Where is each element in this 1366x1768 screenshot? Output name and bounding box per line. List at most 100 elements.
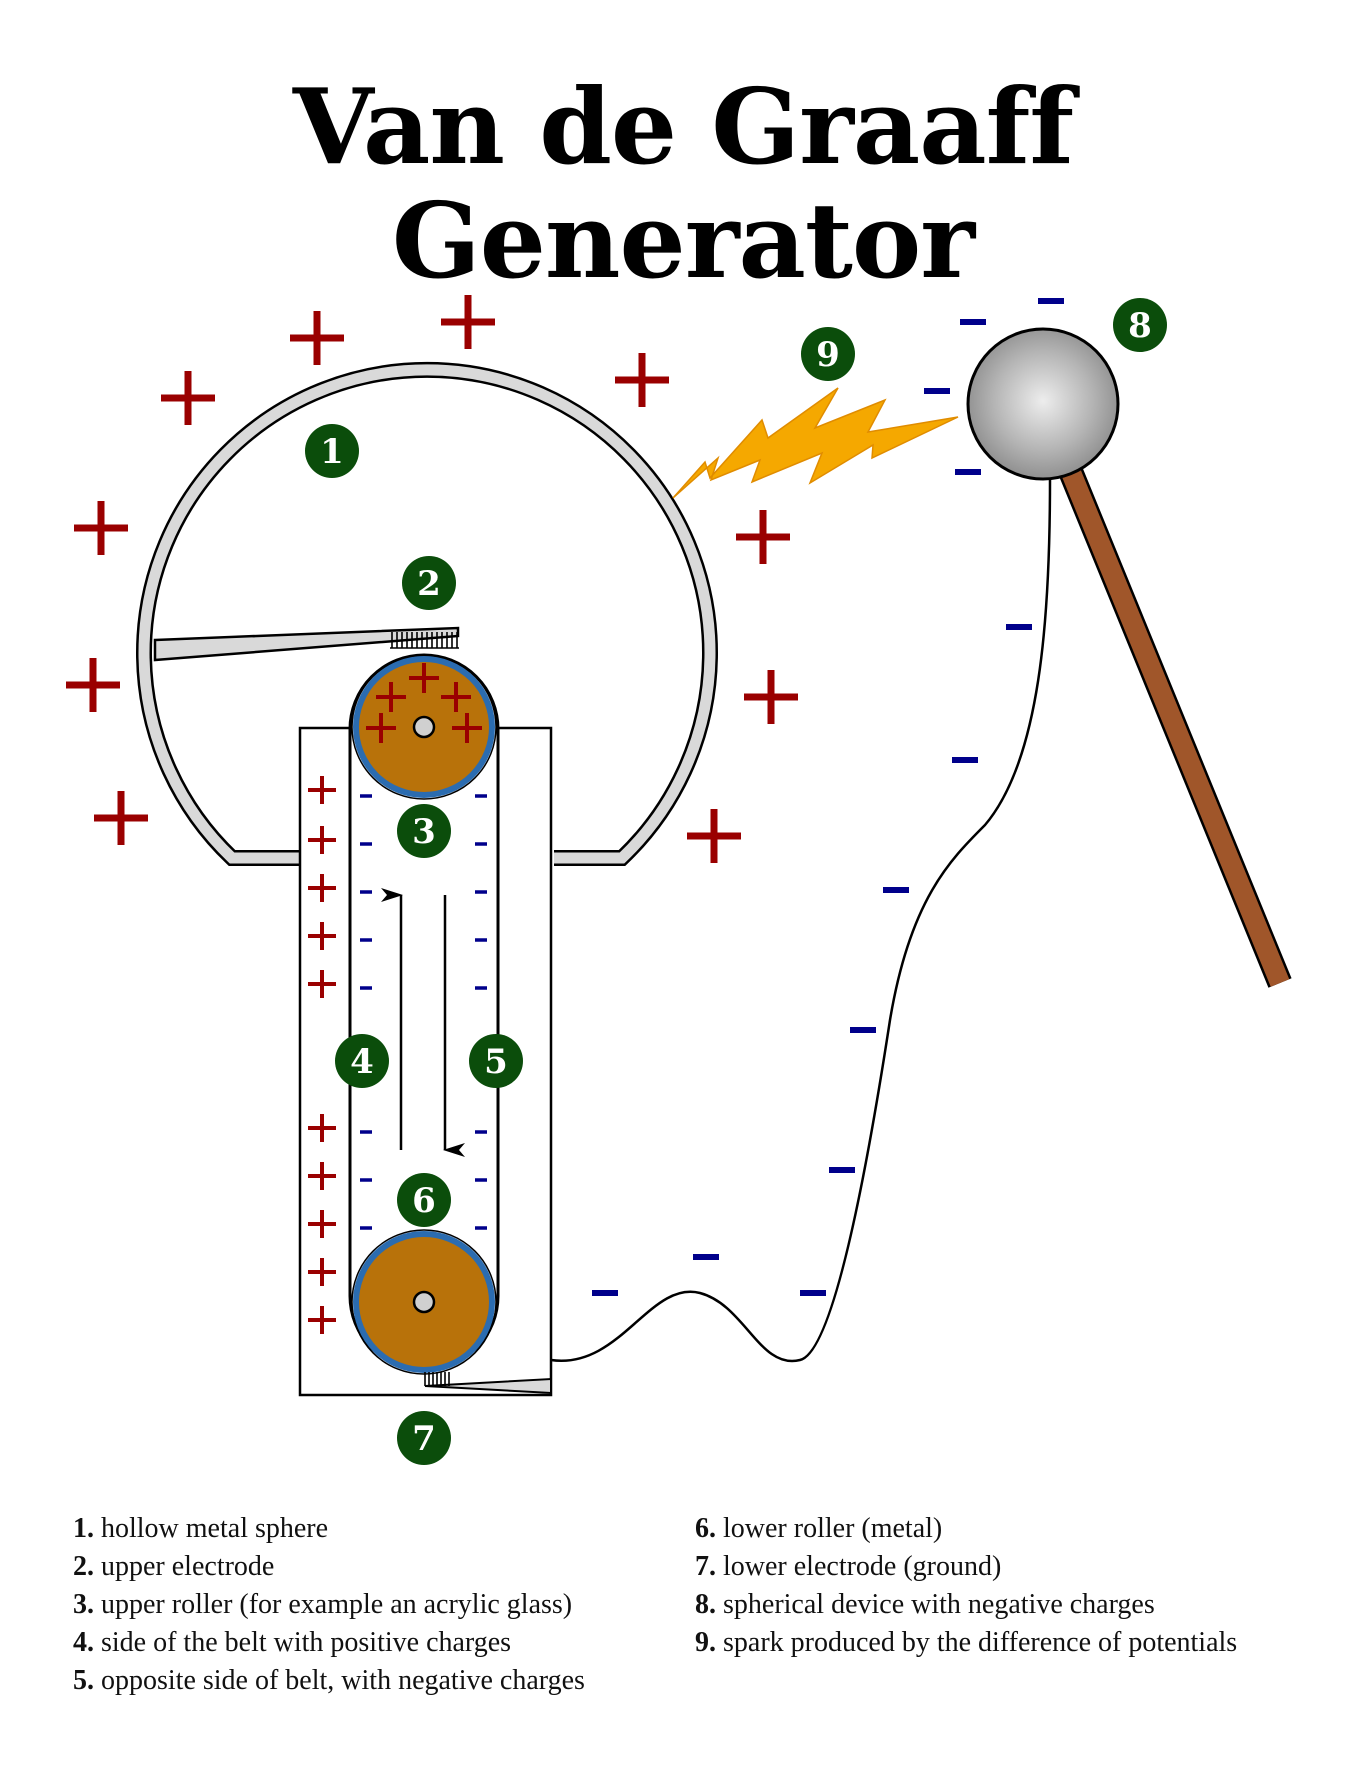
positive-charge-icon [308, 776, 336, 804]
badge-label: 6 [412, 1181, 436, 1221]
legend-item-label: opposite side of belt, with negative cha… [94, 1665, 585, 1696]
legend-item-number: 6. [695, 1513, 716, 1544]
legend-item-number: 4. [73, 1627, 94, 1658]
legend-item-number: 2. [73, 1551, 94, 1582]
badge-circle [305, 424, 359, 478]
negative-charge-icon [475, 1130, 487, 1134]
negative-charge-icon [475, 842, 487, 846]
positive-charge-icon [376, 682, 406, 712]
negative-charge-icon [924, 388, 950, 394]
positive-charge-icon [736, 510, 790, 564]
negative-charge-icon [883, 887, 909, 893]
badge-circle [402, 556, 456, 610]
positive-charge-icon [308, 1210, 336, 1238]
positive-charge-icon [441, 295, 495, 349]
negative-charge-icon [360, 890, 372, 894]
negative-charge-icon [360, 1130, 372, 1134]
negative-charge-icon [360, 938, 372, 942]
badge-7: 7 [397, 1411, 451, 1465]
badge-circle [397, 1173, 451, 1227]
legend-item-label: upper roller (for example an acrylic gla… [94, 1589, 573, 1620]
positive-charge-icon [290, 311, 344, 365]
badge-4: 4 [335, 1034, 389, 1088]
badge-label: 8 [1128, 306, 1152, 346]
badge-label: 2 [417, 564, 441, 604]
badge-label: 3 [412, 812, 436, 852]
badge-5: 5 [469, 1034, 523, 1088]
positive-charge-icon [308, 1114, 336, 1142]
legend-item: 4. side of the belt with positive charge… [73, 1624, 585, 1662]
badge-3: 3 [397, 804, 451, 858]
legend-item: 7. lower electrode (ground) [695, 1548, 1237, 1586]
hollow-metal-sphere [136, 361, 718, 866]
badge-6: 6 [397, 1173, 451, 1227]
number-badges: 1 2 3 4 5 6 7 8 9 [305, 298, 1167, 1465]
legend-item: 3. upper roller (for example an acrylic … [73, 1586, 585, 1624]
badge-circle [469, 1034, 523, 1088]
positive-charge-icon [366, 713, 396, 743]
negative-charge-icon [475, 794, 487, 798]
negative-charge-icon [360, 1226, 372, 1230]
positive-charge-icon [308, 1306, 336, 1334]
wire-negative-charges [592, 298, 1064, 1296]
roller-positive-charges [366, 663, 482, 743]
badge-2: 2 [402, 556, 456, 610]
negative-charge-icon [360, 1178, 372, 1182]
legend-item: 8. spherical device with negative charge… [695, 1586, 1237, 1624]
belt-positive-charges [308, 776, 336, 1334]
lower-electrode [424, 1372, 552, 1395]
legend-right: 6. lower roller (metal)7. lower electrod… [695, 1510, 1237, 1662]
lower-roller [351, 1229, 497, 1375]
legend-item-label: spark produced by the difference of pote… [716, 1627, 1238, 1658]
discharge-sphere [966, 327, 1120, 481]
badge-circle [335, 1034, 389, 1088]
legend-item: 1. hollow metal sphere [73, 1510, 585, 1548]
negative-charge-icon [1038, 298, 1064, 304]
legend-item-number: 3. [73, 1589, 94, 1620]
badge-9: 9 [801, 327, 855, 381]
negative-charge-icon [475, 890, 487, 894]
negative-charge-icon [475, 986, 487, 990]
positive-charge-icon [308, 874, 336, 902]
legend-item-label: spherical device with negative charges [716, 1589, 1155, 1620]
negative-charge-icon [693, 1254, 719, 1260]
sphere-shell-fill [138, 364, 716, 864]
page-title: Van de Graaff Generator [292, 65, 1074, 303]
negative-charge-icon [475, 938, 487, 942]
badge-circle [397, 804, 451, 858]
legend-item-number: 8. [695, 1589, 716, 1620]
badge-1: 1 [305, 424, 359, 478]
positive-charge-icon [687, 809, 741, 863]
negative-charge-icon [800, 1290, 826, 1296]
positive-charge-icon [74, 501, 128, 555]
negative-charge-icon [360, 794, 372, 798]
badge-label: 7 [412, 1419, 436, 1459]
negative-charge-icon [850, 1027, 876, 1033]
positive-charge-icon [615, 353, 669, 407]
negative-charge-icon [360, 986, 372, 990]
legend-item: 5. opposite side of belt, with negative … [73, 1662, 585, 1700]
badge-circle [397, 1411, 451, 1465]
upper-roller-axle [412, 715, 436, 739]
positive-charge-icon [308, 1162, 336, 1190]
positive-charge-icon [308, 1258, 336, 1286]
legend-item-number: 1. [73, 1513, 94, 1544]
positive-charge-icon [66, 658, 120, 712]
ground-wire [550, 479, 1052, 1363]
positive-charge-icon [441, 682, 471, 712]
positive-charge-icon [308, 922, 336, 950]
negative-charge-icon [1006, 624, 1032, 630]
legend-item-label: side of the belt with positive charges [94, 1627, 512, 1658]
legend-item-number: 9. [695, 1627, 716, 1658]
belt-negative-charges [360, 794, 487, 1230]
negative-charge-icon [955, 469, 981, 475]
upper-electrode [153, 626, 460, 662]
positive-charge-icon [161, 371, 215, 425]
positive-charge-icon [744, 670, 798, 724]
lower-roller-axle [412, 1290, 436, 1314]
discharge-rod-fill [1060, 466, 1290, 987]
positive-charge-icon [308, 826, 336, 854]
negative-charge-icon [592, 1290, 618, 1296]
